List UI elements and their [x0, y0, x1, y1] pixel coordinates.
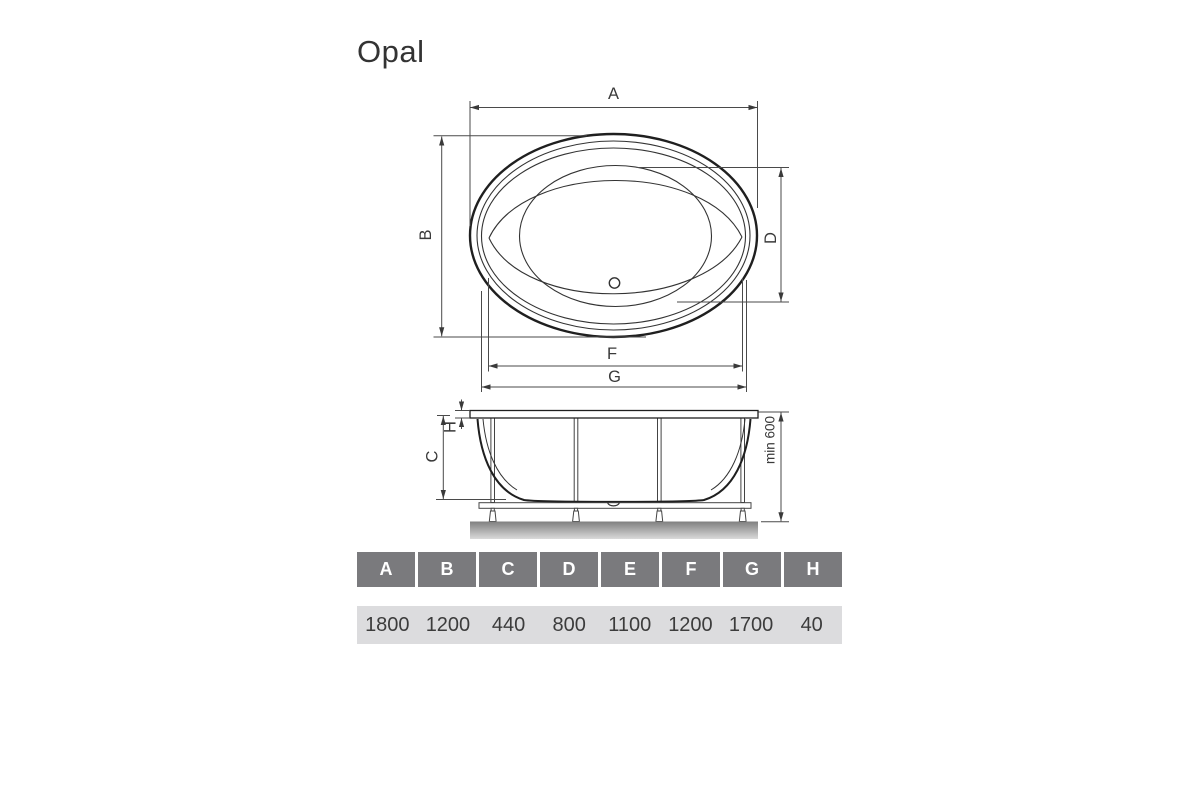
tub-wall-inner-left [482, 418, 518, 491]
dimension-b [433, 135, 646, 338]
dimension-h-label: H [442, 421, 460, 433]
table-header-f: F [662, 552, 720, 587]
table-header-d: D [540, 552, 598, 587]
tub-basin-floor [518, 164, 713, 308]
product-title: Opal [357, 34, 425, 69]
dimension-g-label: G [608, 368, 621, 386]
value-g: 1700 [728, 614, 774, 636]
tub-body-outline [476, 418, 752, 503]
value-f: 1200 [668, 614, 713, 636]
tub-wall-inner-right [710, 418, 746, 491]
foot [738, 507, 747, 522]
table-header-b: B [418, 552, 476, 587]
tub-opening-bottom-arc [488, 236, 743, 295]
side-view [469, 409, 759, 539]
drain-outlet [606, 502, 621, 507]
dimension-d-label: D [762, 232, 780, 244]
dimension-min-height [758, 411, 789, 523]
table-header-h: H [784, 552, 842, 587]
dimension-g [481, 280, 747, 392]
dimension-f-label: F [607, 345, 617, 363]
dimension-a-label: A [608, 85, 619, 103]
foot [655, 507, 664, 522]
frame-post [657, 417, 662, 503]
value-d: 800 [552, 614, 586, 636]
table-header-e: E [601, 552, 659, 587]
dimension-a [469, 101, 758, 226]
table-header-g: G [723, 552, 781, 587]
value-b: 1200 [425, 614, 471, 636]
table-header-c: C [479, 552, 537, 587]
top-view [468, 132, 759, 339]
adjustable-feet [488, 507, 747, 522]
value-h: 40 [800, 614, 823, 636]
tub-rim-profile [469, 409, 759, 419]
frame-post [573, 417, 579, 503]
dimension-f [488, 278, 743, 372]
floor-ground [470, 521, 758, 539]
dimension-b-label: B [417, 229, 435, 240]
value-e: 1100 [608, 614, 652, 636]
tub-opening-top-arc [488, 180, 743, 239]
foot [572, 507, 580, 522]
tub-rim-contour [480, 147, 747, 325]
value-a: 1800 [365, 614, 410, 636]
dimension-c-label: C [424, 450, 442, 462]
foot [488, 507, 497, 522]
table-values-row: 1800 1200 440 800 1100 1200 1700 40 [357, 606, 842, 644]
dimension-c [436, 415, 506, 500]
dimensions-table: A B C D E F G H 1800 1200 440 800 1100 1… [357, 552, 842, 644]
dimension-d [637, 167, 789, 303]
value-c: 440 [491, 614, 526, 636]
table-header-a: A [357, 552, 415, 587]
tub-rim-inner-edge [476, 140, 751, 331]
dimension-min-height-label: min 600 [763, 416, 778, 464]
drain-hole [608, 277, 621, 289]
table-header-row: A B C D E F G H [357, 552, 842, 587]
frame-posts [490, 417, 746, 503]
dimension-h [455, 399, 470, 429]
